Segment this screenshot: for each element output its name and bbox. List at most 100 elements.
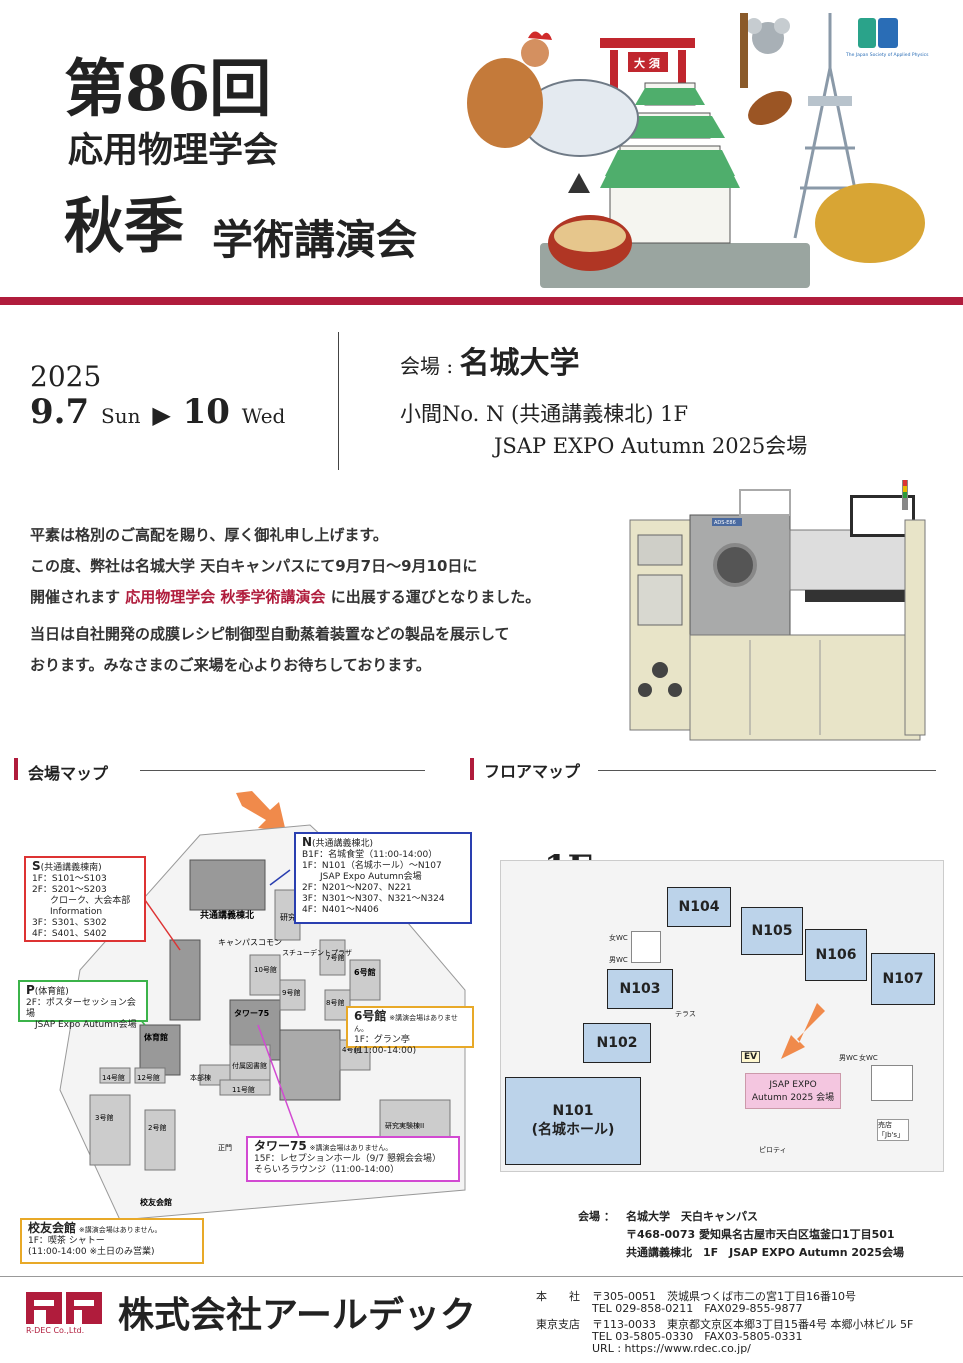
map-label-tower75: タワー75	[234, 1008, 270, 1018]
map-label-north: 共通講義棟北	[200, 909, 254, 921]
room-n104: N104	[667, 887, 731, 927]
map-box-tower75: タワー75 ※講演会場はありません。 15F：レセプションホール（9/7 懇親会…	[246, 1136, 460, 1182]
box-note: ※講演会場はありません。	[354, 1014, 458, 1033]
section-floor-map: フロアマップ	[484, 762, 581, 781]
nagoya-illustration: The Japan Society of Applied Physics 大 須	[467, 13, 929, 288]
event-dates: 9.7 Sun ▶ 10 Wed	[30, 392, 285, 432]
venue-address-line1: 名城大学 天白キャンパス	[626, 1210, 758, 1223]
box-title: P	[26, 983, 35, 997]
title-number: 第86回	[64, 52, 271, 125]
room-n102: N102	[583, 1023, 651, 1063]
map-label-plaza: スチューデントプラザ	[282, 948, 352, 957]
intro-paragraph: 平素は格別のご高配を賜り、厚く御礼申し上げます。 この度、弊社は名城大学 天白キ…	[30, 520, 600, 681]
box-subtitle: (共通講義棟南)	[40, 863, 102, 873]
room-n103: N103	[607, 969, 673, 1009]
restroom-icon	[631, 931, 661, 963]
intro-text: 開催されます	[30, 588, 126, 606]
box-title: 6号館	[354, 1009, 387, 1023]
map-label-honbu: 本部棟	[190, 1073, 211, 1082]
room-n101-label: N101	[552, 1103, 594, 1119]
venue-name: 名城大学	[459, 346, 580, 381]
box-line: 1F：グラン亭	[354, 1035, 410, 1045]
box-line: 3F：S301、S302	[32, 918, 107, 928]
booth-line-2: JSAP EXPO Autumn 2025会場	[494, 434, 808, 458]
box-subtitle: (体育館)	[34, 987, 69, 997]
box-title: S	[32, 859, 41, 873]
tokyo-label: 東京支店	[536, 1318, 580, 1331]
map-label-common: キャンパスコモン	[218, 938, 282, 947]
shop-label: 売店 「Jb's」	[877, 1119, 909, 1141]
intro-text: に出展する運びとなりました。	[325, 588, 541, 606]
box-line: 3F：N301〜N307、N321〜N324	[302, 894, 445, 904]
wc-female-label-2: 女WC	[859, 1054, 878, 1062]
box-title: 校友会館	[28, 1221, 77, 1235]
room-n101-sub: (名城ホール)	[531, 1122, 615, 1138]
hq-line1: 〒305-0051 茨城県つくば市二の宮1丁目16番10号	[592, 1290, 856, 1303]
wc-male-label-2: 男WC	[839, 1054, 858, 1062]
restroom-icon	[871, 1065, 913, 1101]
tokyo-line1: 〒113-0033 東京都文京区本郷3丁目15番4号 本郷小林ビル 5F	[592, 1318, 914, 1331]
venue-line: 会場 : 名城大学	[400, 338, 579, 382]
box-line: (11:00-14:00 ※土日のみ営業)	[28, 1247, 155, 1257]
triangle-right-icon: ▶	[152, 400, 171, 429]
box-title: N	[302, 835, 313, 849]
expo-label-1: JSAP EXPO	[769, 1079, 817, 1090]
box-line: B1F：名城食堂（11:00-14:00）	[302, 850, 438, 860]
intro-line: 当日は自社開発の成膜レシピ制御型自動蒸着装置などの製品を展示して	[30, 625, 510, 643]
box-line: 2F：ポスターセッション会場	[26, 998, 136, 1019]
end-dow: Wed	[241, 404, 286, 428]
booth-line: 小間No. N (共通講義棟北) 1F	[400, 402, 689, 426]
intro-line: 平素は格別のご高配を賜り、厚く御礼申し上げます。	[30, 526, 388, 544]
map-label-b8: 8号館	[326, 998, 344, 1007]
piloti-label: ピロティ	[759, 1146, 787, 1154]
intro-highlight: 応用物理学会 秋季学術講演会	[125, 588, 326, 606]
event-year: 2025	[30, 360, 102, 393]
map-label-seimon: 正門	[218, 1144, 232, 1152]
end-day: 10	[182, 392, 230, 432]
box-line: 4F：N401〜N406	[302, 905, 379, 915]
terrace-label: テラス	[675, 1010, 696, 1018]
map-label-b7: 7号館	[326, 953, 344, 962]
room-n101: N101 (名城ホール)	[505, 1077, 641, 1165]
machine-label: ADS-E86	[714, 520, 736, 526]
map-label-b14: 14号館	[102, 1073, 125, 1082]
rdec-logo-icon	[26, 1292, 102, 1324]
room-n107: N107	[871, 953, 935, 1005]
title-main: 秋季	[64, 192, 184, 262]
map-label-b4: 4号館	[342, 1045, 360, 1054]
venue-label: 会場 :	[400, 354, 454, 378]
box-line: 1F：N101（名城ホール）〜N107	[302, 861, 442, 871]
start-day: 9.7	[30, 392, 90, 432]
box-line: 2F：N201〜N207、N221	[302, 883, 412, 893]
box-line: JSAP Expo Autumn会場	[26, 1020, 137, 1030]
box-note: ※講演会場はありません。	[78, 1226, 162, 1234]
intro-line: この度、弊社は名城大学 天白キャンパスにて9月7日〜9月10日に	[30, 557, 478, 575]
footer-divider	[0, 1276, 963, 1277]
hq-line2: TEL 029-858-0211 FAX029-855-9877	[592, 1302, 803, 1315]
venue-address-line2: 〒468-0073 愛知県名古屋市天白区塩釜口1丁目501	[626, 1228, 895, 1241]
map-box-kouyu: 校友会館 ※講演会場はありません。 1F：喫茶 シャトー (11:00-14:0…	[20, 1218, 204, 1264]
section-bar	[14, 758, 18, 780]
intro-line: おります。みなさまのご来場を心よりお待ちしております。	[30, 656, 431, 674]
box-line: 15F：レセプションホール（9/7 懇親会会場）	[254, 1154, 441, 1164]
wc-female-label: 女WC	[609, 934, 628, 942]
map-box-n: N(共通講義棟北) B1F：名城食堂（11:00-14:00） 1F：N101（…	[294, 832, 472, 924]
company-url[interactable]: URL : https://www.rdec.co.jp/	[592, 1342, 751, 1355]
map-label-library: 付属図書館	[232, 1061, 267, 1070]
box-line: そらいろラウンジ（11:00-14:00）	[254, 1165, 400, 1175]
arrow-icon	[781, 1003, 825, 1059]
deposition-machine-image: ADS-E86	[629, 480, 926, 741]
box-title: タワー75	[254, 1139, 307, 1153]
jsap-logo: The Japan Society of Applied Physics	[845, 18, 929, 58]
section-line	[598, 770, 936, 771]
map-box-s: S(共通講義棟南) 1F：S101〜S103 2F：S201〜S203 クローク…	[24, 856, 146, 942]
jsap-logo-text: The Japan Society of Applied Physics	[845, 52, 929, 58]
box-subtitle: (共通講義棟北)	[312, 839, 374, 849]
section-bar	[470, 758, 474, 780]
map-label-b11: 11号館	[232, 1085, 255, 1094]
box-note: ※講演会場はありません。	[309, 1144, 393, 1152]
expo-area: JSAP EXPO Autumn 2025 会場	[745, 1073, 841, 1109]
map-label-gym: 体育館	[144, 1032, 168, 1042]
room-n105: N105	[741, 907, 803, 955]
box-line: 2F：S201〜S203	[32, 885, 107, 895]
